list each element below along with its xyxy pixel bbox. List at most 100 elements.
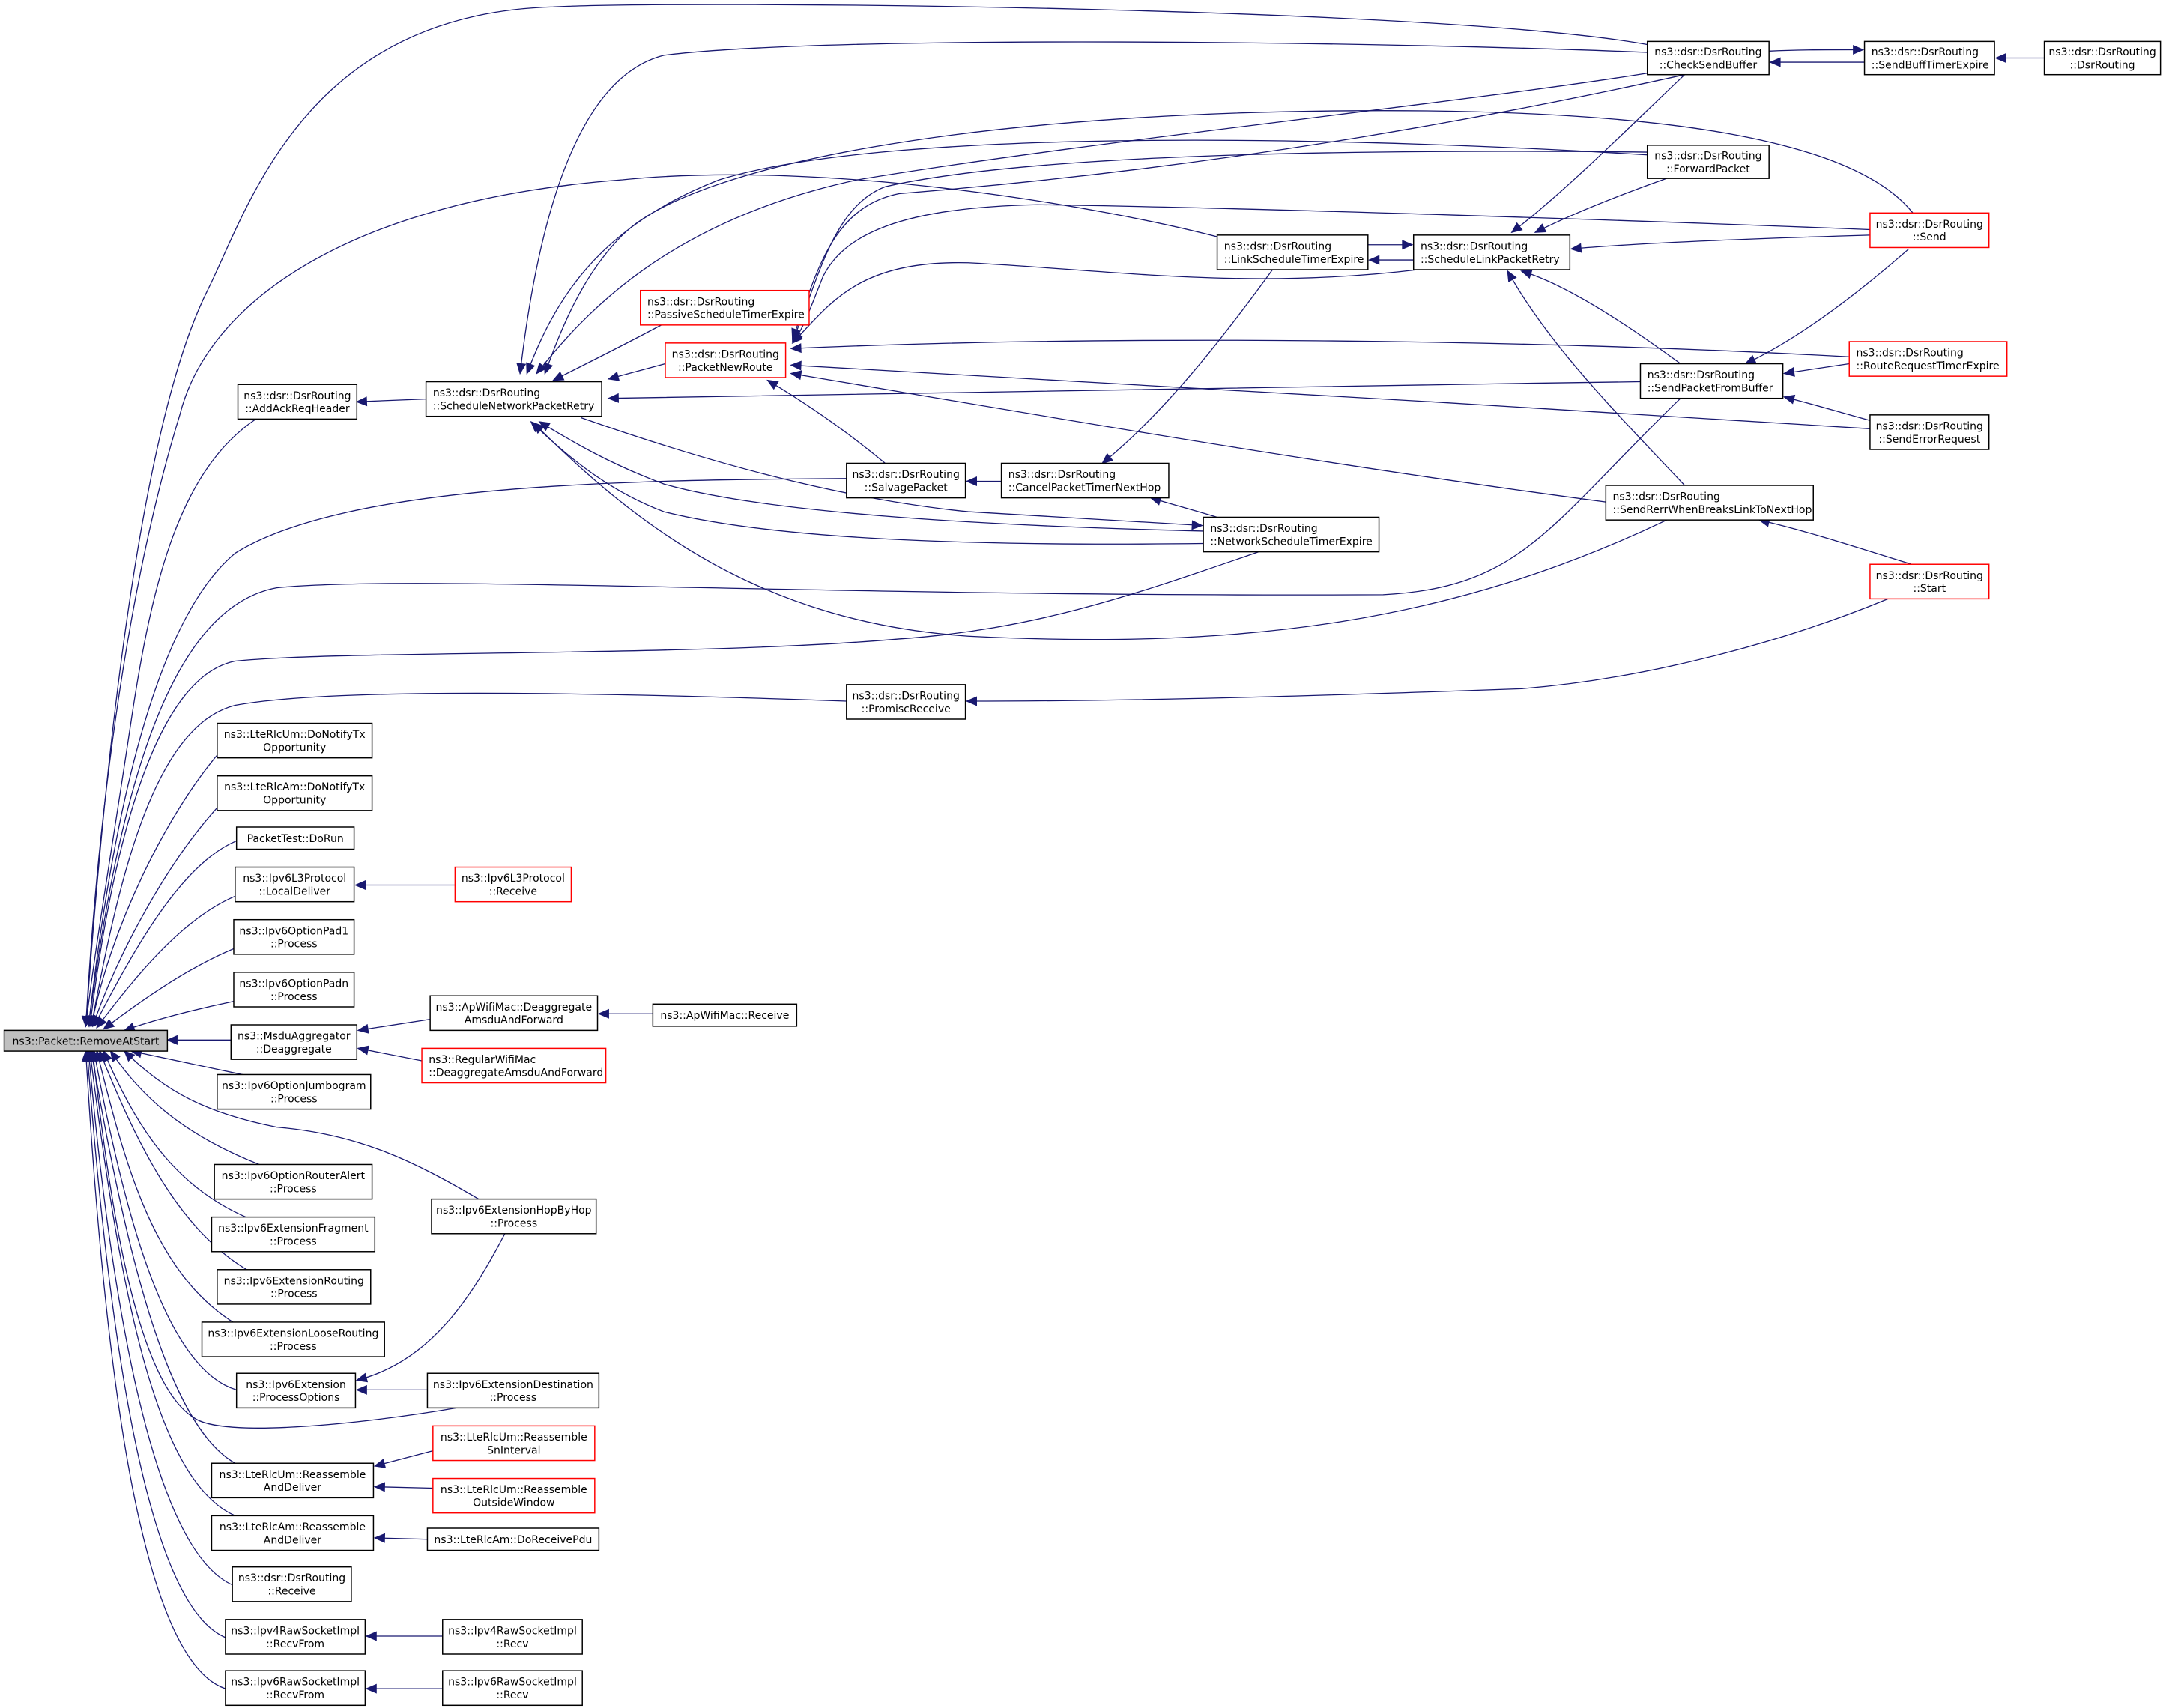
node-forwardPacket[interactable]: ns3::dsr::DsrRouting::ForwardPacket [1646,145,1770,179]
node-sendRerrWhenBreaksLinkToNextHop[interactable]: ns3::dsr::DsrRouting::SendRerrWhenBreaks… [1605,485,1814,521]
node-box[interactable] [235,826,355,850]
node-sendBuffTimerExpire[interactable]: ns3::dsr::DsrRouting::SendBuffTimerExpir… [1863,40,1995,76]
node-box[interactable] [217,1073,372,1110]
node-box[interactable] [665,342,787,378]
node-ipv6OptionRouterAlert[interactable]: ns3::Ipv6OptionRouterAlert::Process [214,1163,373,1200]
node-box[interactable] [1000,462,1170,499]
node-box[interactable] [425,381,602,417]
node-box[interactable] [235,866,355,903]
node-box[interactable] [1639,363,1784,399]
node-sendPacketFromBuffer[interactable]: ns3::dsr::DsrRouting::SendPacketFromBuff… [1639,363,1784,399]
node-box[interactable] [233,918,355,955]
node-box[interactable] [230,1024,358,1060]
node-ipv6ExtHopByHop[interactable]: ns3::Ipv6ExtensionHopByHop::Process [431,1198,597,1235]
node-box[interactable] [652,1003,798,1027]
node-routeRequestTimerExpire[interactable]: ns3::dsr::DsrRouting::RouteRequestTimerE… [1848,341,2008,377]
node-box[interactable] [2043,40,2162,76]
node-box[interactable] [442,1670,583,1707]
node-ipv6ExtDestination[interactable]: ns3::Ipv6ExtensionDestination::Process [426,1372,600,1409]
node-ipv6OptionJumbogram[interactable]: ns3::Ipv6OptionJumbogram::Process [217,1073,372,1110]
node-box[interactable] [846,684,966,720]
node-box[interactable] [432,1477,596,1514]
node-box[interactable] [217,1269,372,1305]
node-root[interactable]: ns3::Packet::RemoveAtStart [3,1029,169,1052]
node-box[interactable] [846,462,966,499]
node-box[interactable] [1646,40,1770,76]
node-ipv6RawRecvFrom[interactable]: ns3::Ipv6RawSocketImpl::RecvFrom [225,1670,366,1707]
node-box[interactable] [214,1163,373,1200]
node-apWifiDeaggregate[interactable]: ns3::ApWifiMac::DeaggregateAmsduAndForwa… [429,995,599,1032]
node-dsrReceive[interactable]: ns3::dsr::DsrRouting::Receive [232,1566,352,1602]
node-box[interactable] [432,1425,596,1462]
node-ipv6ExtProcessOptions[interactable]: ns3::Ipv6Extension::ProcessOptions [235,1372,357,1409]
node-ipv6L3LocalDeliver[interactable]: ns3::Ipv6L3Protocol::LocalDeliver [235,866,355,903]
node-box[interactable] [640,289,810,326]
node-lteRlcAmDoReceivePdu[interactable]: ns3::LteRlcAm::DoReceivePdu [426,1527,600,1551]
node-ipv6L3Receive[interactable]: ns3::Ipv6L3Protocol::Receive [454,866,572,903]
node-box[interactable] [3,1029,169,1052]
node-ipv6OptionPadn[interactable]: ns3::Ipv6OptionPadn::Process [233,972,355,1008]
node-box[interactable] [217,775,373,811]
node-box[interactable] [232,1566,352,1602]
node-box[interactable] [235,1372,357,1409]
node-box[interactable] [454,866,572,903]
node-packetNewRoute[interactable]: ns3::dsr::DsrRouting::PacketNewRoute [665,342,787,378]
node-box[interactable] [431,1198,597,1235]
node-box[interactable] [426,1527,600,1551]
node-dsrRoutingCtor[interactable]: ns3::dsr::DsrRouting::DsrRouting [2043,40,2162,76]
node-box[interactable] [211,1462,375,1499]
node-box[interactable] [426,1372,600,1409]
node-box[interactable] [211,1515,375,1551]
node-packetTestDoRun[interactable]: PacketTest::DoRun [235,826,355,850]
node-box[interactable] [429,995,599,1032]
node-ipv6OptionPad1[interactable]: ns3::Ipv6OptionPad1::Process [233,918,355,955]
node-send[interactable]: ns3::dsr::DsrRouting::Send [1869,212,1990,249]
node-box[interactable] [1848,341,2008,377]
node-linkScheduleTimerExpire[interactable]: ns3::dsr::DsrRouting::LinkScheduleTimerE… [1216,234,1369,270]
node-box[interactable] [1869,414,1990,450]
node-box[interactable] [217,722,373,759]
node-box[interactable] [201,1321,385,1357]
node-ipv6ExtRouting[interactable]: ns3::Ipv6ExtensionRouting::Process [217,1269,372,1305]
node-checkSendBuffer[interactable]: ns3::dsr::DsrRouting::CheckSendBuffer [1646,40,1770,76]
node-box[interactable] [225,1670,366,1707]
node-box[interactable] [1863,40,1995,76]
node-box[interactable] [1869,563,1990,600]
node-ipv4RawRecv[interactable]: ns3::Ipv4RawSocketImpl::Recv [442,1619,583,1655]
node-box[interactable] [442,1619,583,1655]
node-box[interactable] [1646,145,1770,179]
node-passiveScheduleTimerExpire[interactable]: ns3::dsr::DsrRouting::PassiveScheduleTim… [640,289,810,326]
node-salvagePacket[interactable]: ns3::dsr::DsrRouting::SalvagePacket [846,462,966,499]
node-box[interactable] [1605,485,1814,521]
node-apWifiReceive[interactable]: ns3::ApWifiMac::Receive [652,1003,798,1027]
node-regularWifiDeaggregate[interactable]: ns3::RegularWifiMac::DeaggregateAmsduAnd… [421,1047,607,1084]
node-msduDeaggregate[interactable]: ns3::MsduAggregator::Deaggregate [230,1024,358,1060]
node-cancelPacketTimerNextHop[interactable]: ns3::dsr::DsrRouting::CancelPacketTimerN… [1000,462,1170,499]
node-ipv6RawRecv[interactable]: ns3::Ipv6RawSocketImpl::Recv [442,1670,583,1707]
node-box[interactable] [211,1216,376,1253]
node-ipv6ExtFragment[interactable]: ns3::Ipv6ExtensionFragment::Process [211,1216,376,1253]
node-box[interactable] [1412,234,1571,270]
node-sendErrorRequest[interactable]: ns3::dsr::DsrRouting::SendErrorRequest [1869,414,1990,450]
node-start[interactable]: ns3::dsr::DsrRouting::Start [1869,563,1990,600]
node-box[interactable] [237,384,358,420]
node-ipv4RawRecvFrom[interactable]: ns3::Ipv4RawSocketImpl::RecvFrom [225,1619,366,1655]
node-box[interactable] [1203,516,1380,553]
node-scheduleNetworkPacketRetry[interactable]: ns3::dsr::DsrRouting::ScheduleNetworkPac… [425,381,602,417]
node-networkScheduleTimerExpire[interactable]: ns3::dsr::DsrRouting::NetworkScheduleTim… [1203,516,1380,553]
node-box[interactable] [233,972,355,1008]
node-scheduleLinkPacketRetry[interactable]: ns3::dsr::DsrRouting::ScheduleLinkPacket… [1412,234,1571,270]
node-addAckReqHeader[interactable]: ns3::dsr::DsrRouting::AddAckReqHeader [237,384,358,420]
node-box[interactable] [1869,212,1990,249]
node-box[interactable] [421,1047,607,1084]
node-box[interactable] [1216,234,1369,270]
node-ipv6ExtLooseRouting[interactable]: ns3::Ipv6ExtensionLooseRouting::Process [201,1321,385,1357]
node-box[interactable] [225,1619,366,1655]
node-promiscReceive[interactable]: ns3::dsr::DsrRouting::PromiscReceive [846,684,966,720]
